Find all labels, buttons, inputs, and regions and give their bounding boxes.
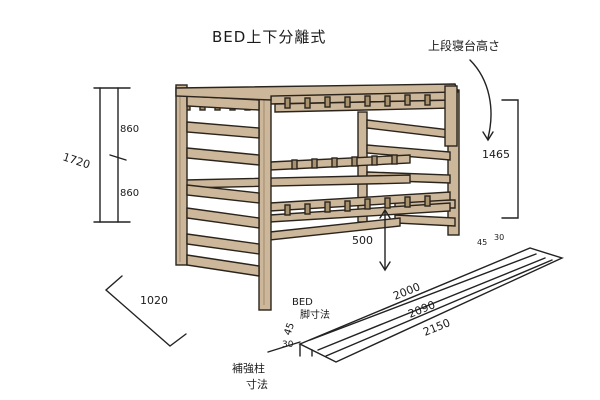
leg-label-line2: 脚寸法 <box>300 308 330 321</box>
upper-bed-note: 上段寝台高さ <box>428 38 500 53</box>
bed-frame <box>175 83 460 311</box>
diagram-title: BED上下分離式 <box>212 28 326 46</box>
left-height-dimension <box>93 87 131 223</box>
clearance-label: 500 <box>352 234 373 247</box>
right-height-dimension <box>501 99 519 219</box>
lower-slats <box>291 154 398 170</box>
brace-label-line2: 寸法 <box>246 377 268 391</box>
brace-label-line1: 補強柱 <box>232 361 265 375</box>
upper-part-label: 860 <box>120 124 139 135</box>
lower-part-label: 860 <box>120 188 139 199</box>
footprint-outline <box>298 247 564 363</box>
corner-a-label: 45 <box>477 238 487 247</box>
leg-label-line1: BED <box>292 297 313 308</box>
clearance-dimension <box>379 208 391 272</box>
lower-front-slats <box>284 195 431 216</box>
depth-dimension <box>104 275 187 347</box>
note-arrow <box>469 59 492 139</box>
length-outer-label: 2150 <box>421 316 452 339</box>
brace-size-label: 30 <box>282 340 294 350</box>
total-height-label: 1720 <box>61 150 92 171</box>
depth-label: 1020 <box>140 294 168 307</box>
corner-b-label: 30 <box>494 233 504 242</box>
upper-bed-height-label: 1465 <box>482 148 510 161</box>
leg-size-label: 45 <box>282 321 297 337</box>
